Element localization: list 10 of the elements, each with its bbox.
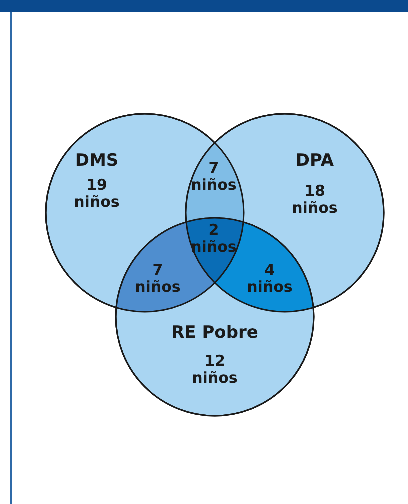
overlap-count: 7 niños — [134, 262, 182, 296]
overlap-count: 2 niños — [190, 222, 238, 256]
set-count: 19 niños — [73, 177, 121, 211]
overlap-count: 7 niños — [190, 160, 238, 194]
set-name: DMS — [75, 151, 119, 171]
set-count: 18 niños — [291, 183, 339, 217]
set-name: DPA — [296, 151, 334, 171]
overlap-count: 4 niños — [246, 262, 294, 296]
set-count: 12 niños — [191, 353, 239, 387]
set-name: RE Pobre — [172, 323, 258, 343]
